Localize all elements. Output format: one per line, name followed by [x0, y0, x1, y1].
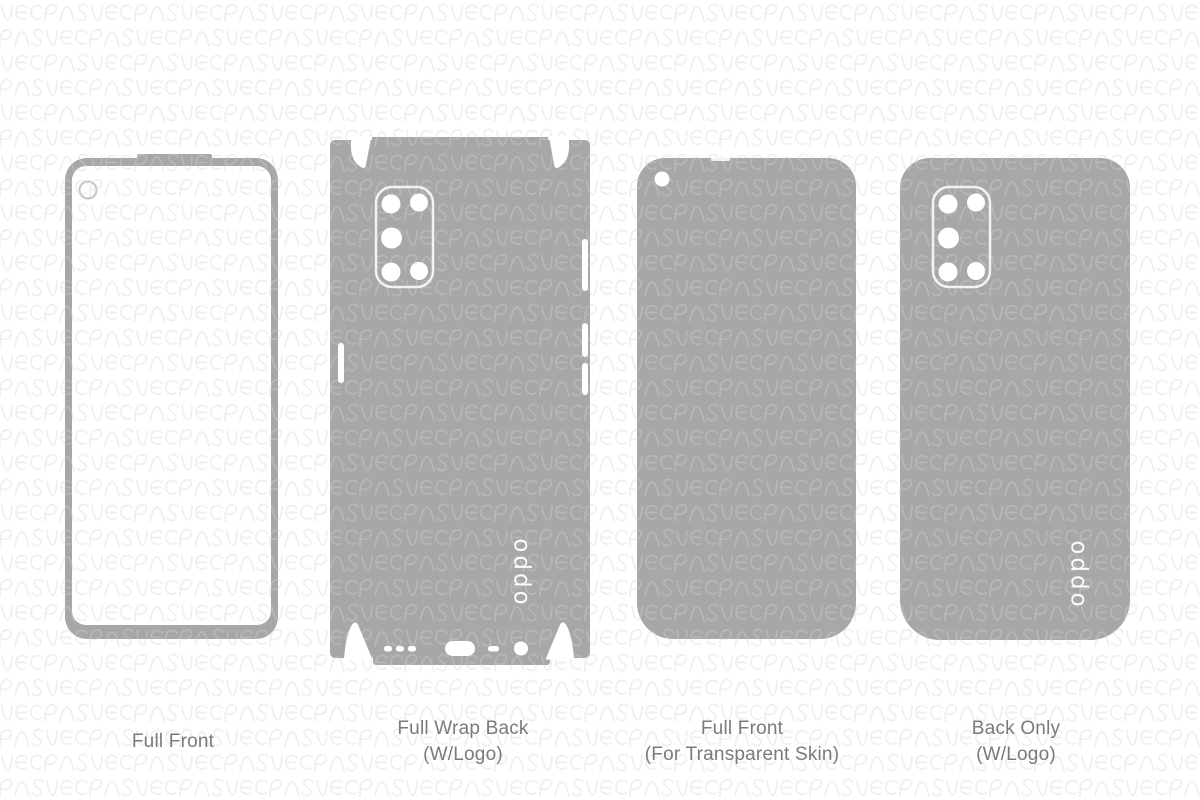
label-line: Back Only [971, 718, 1061, 739]
label-line: Full Wrap Back [397, 718, 529, 739]
label-full-front-transparent: Full Front (For Transparent Skin) [645, 716, 839, 768]
label-line: (W/Logo) [976, 744, 1056, 765]
label-line: (W/Logo) [423, 744, 503, 765]
label-line: (For Transparent Skin) [644, 744, 840, 765]
label-full-front: Full Front [132, 729, 214, 755]
label-line: Full Front [700, 718, 784, 739]
label-full-wrap-back: Full Wrap Back (W/Logo) [397, 716, 528, 768]
label-line: Full Front [131, 731, 215, 752]
label-back-only: Back Only (W/Logo) [972, 716, 1060, 768]
